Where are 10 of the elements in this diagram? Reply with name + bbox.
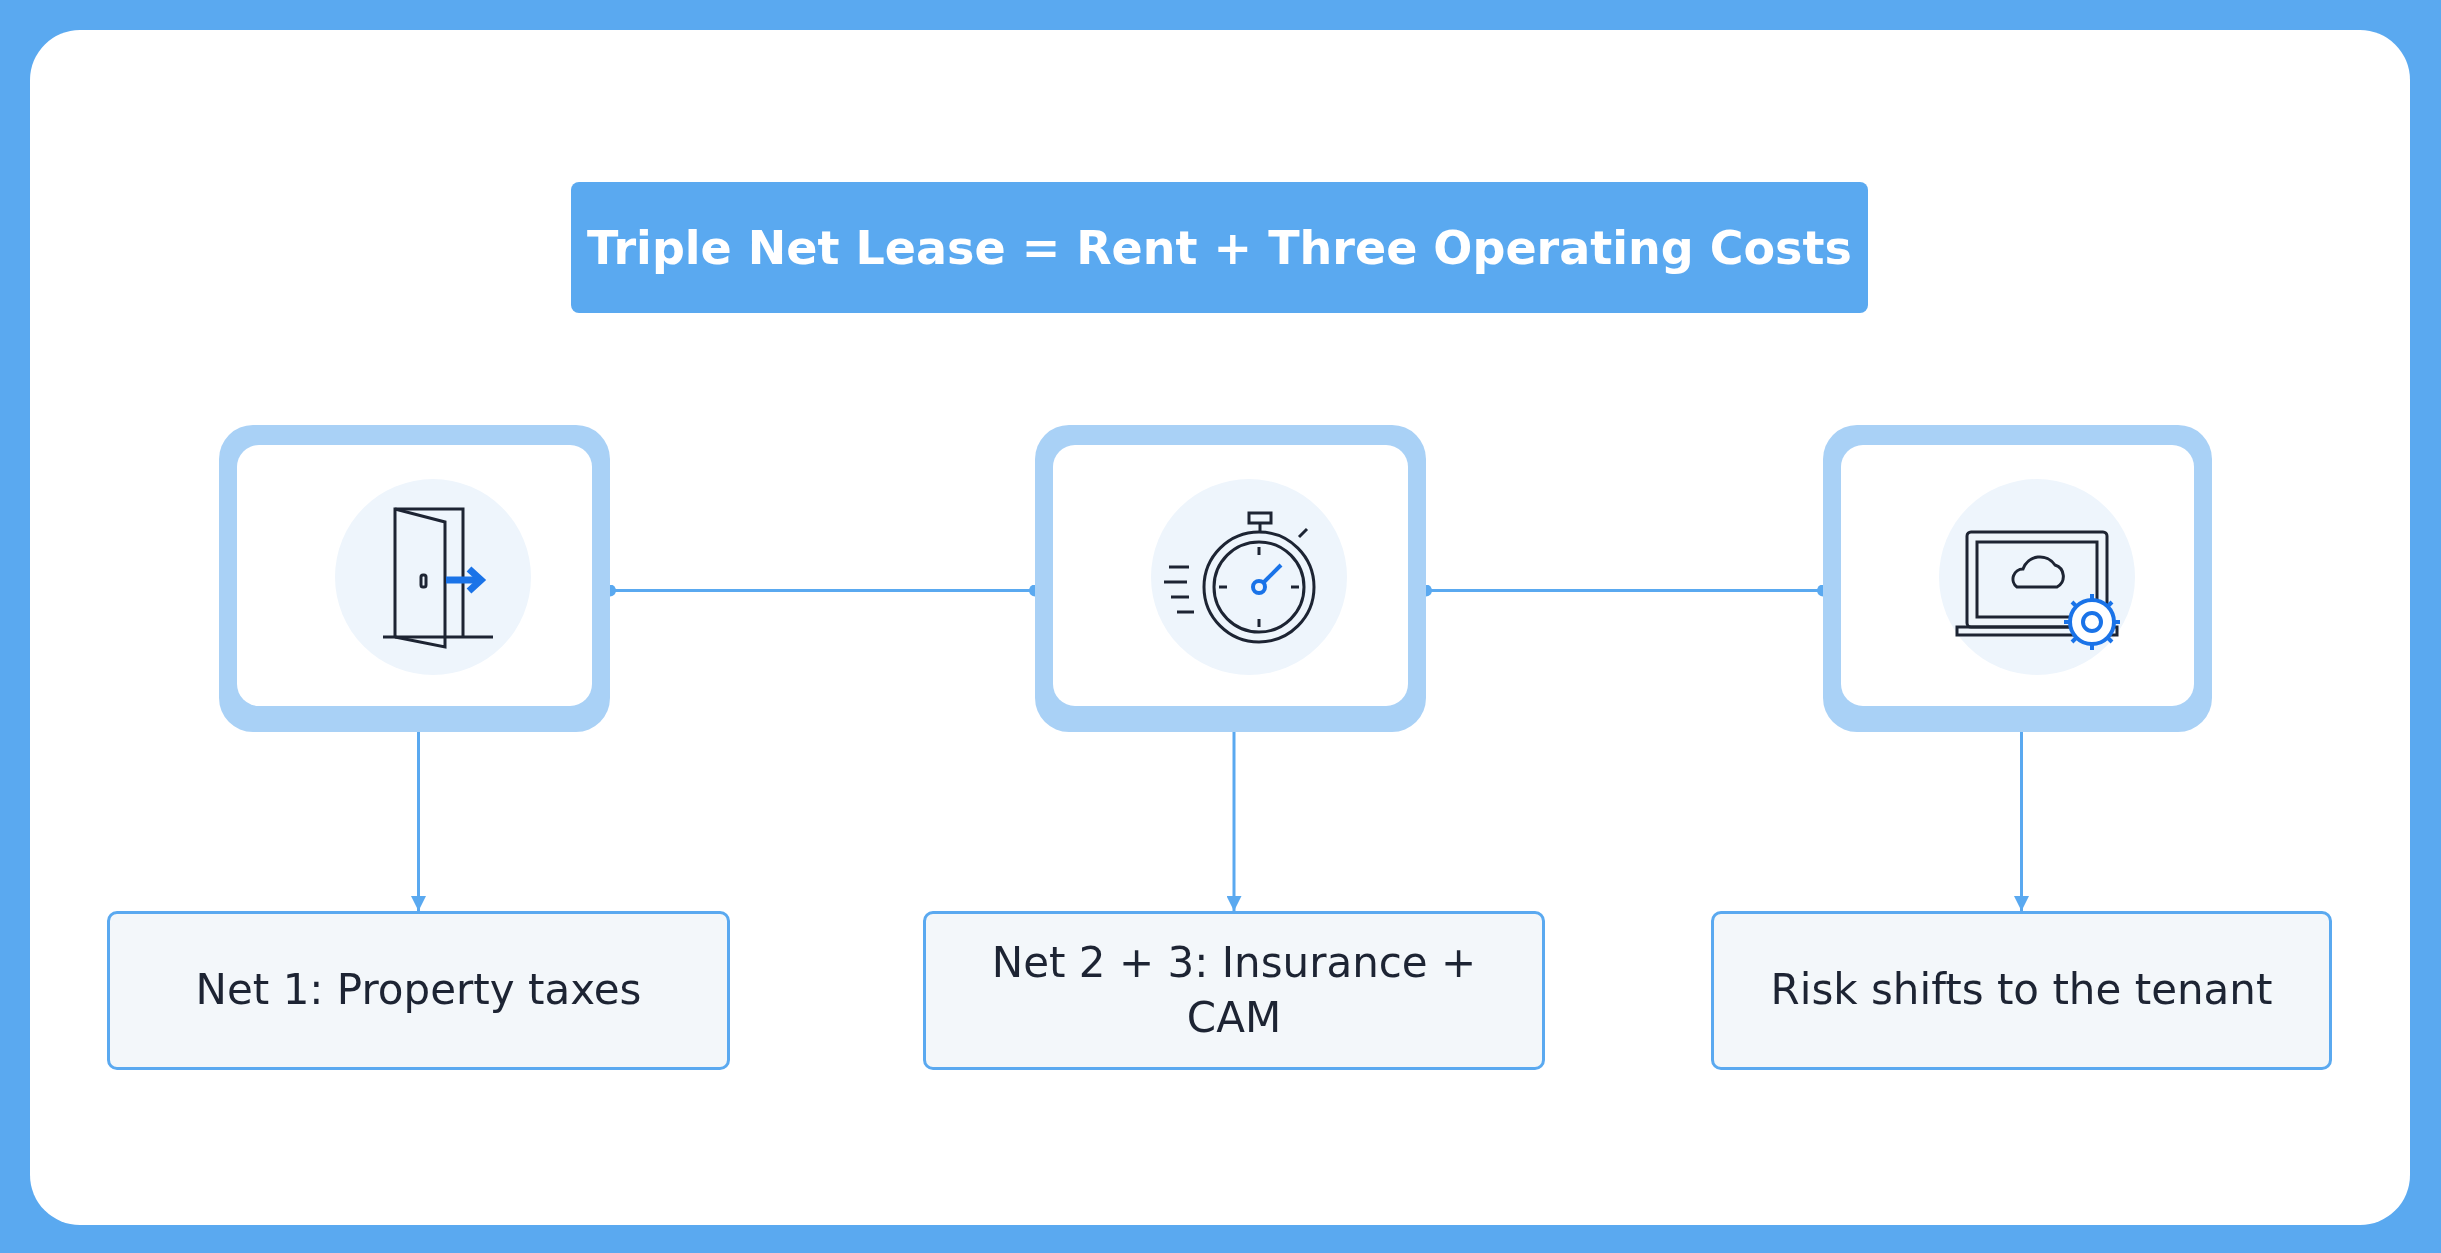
arrow — [411, 732, 426, 911]
arrow — [1226, 732, 1242, 911]
icon-card — [219, 425, 610, 732]
text-box: Risk shifts to the tenant — [1711, 911, 2332, 1070]
icon-card — [1035, 425, 1426, 732]
arrow — [2014, 732, 2029, 911]
text-box: Net 2 + 3: Insurance + CAM — [923, 911, 1545, 1070]
icon-card — [1823, 425, 2212, 732]
title-banner: Triple Net Lease = Rent + Three Operating Costs — [571, 182, 1868, 313]
text-box: Net 1: Property taxes — [107, 911, 730, 1070]
